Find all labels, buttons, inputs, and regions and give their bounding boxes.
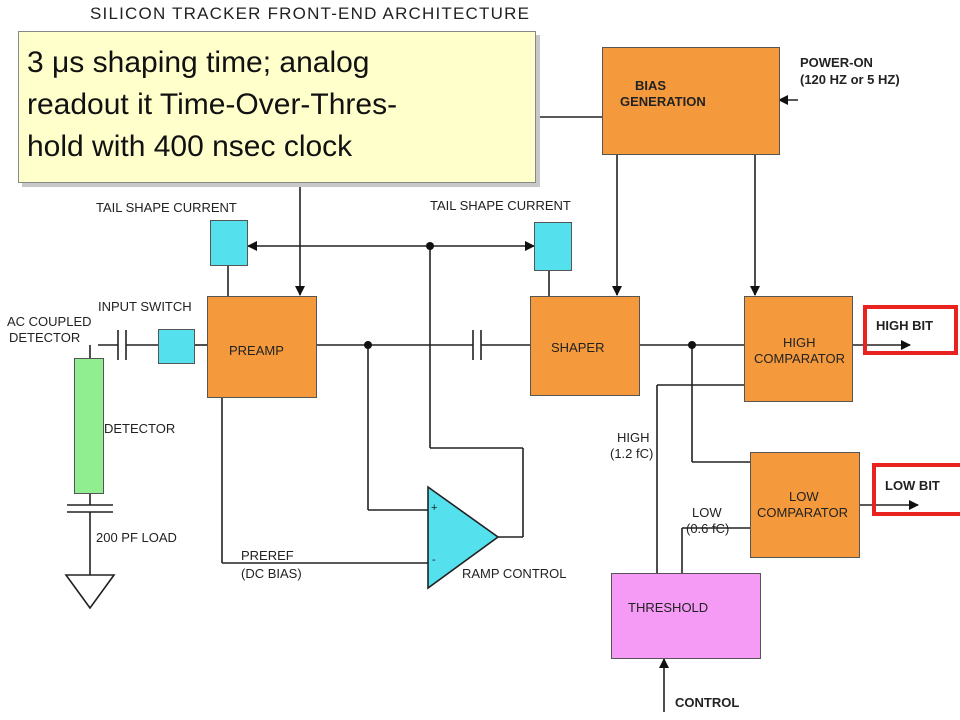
- dc-bias-label: (DC BIAS): [241, 566, 302, 581]
- ground-icon: [64, 574, 116, 610]
- tail-shape-current-source-right: [534, 222, 572, 271]
- ac-coupled-label: AC COUPLED: [7, 314, 92, 329]
- bias-generation-block: BIAS GENERATION: [602, 47, 780, 155]
- high-bit-highlight: [863, 305, 958, 355]
- low-threshold-label: LOW: [692, 505, 722, 520]
- opamp-plus-label: +: [431, 502, 438, 514]
- high-threshold-label: HIGH: [617, 430, 650, 445]
- annotation-note: 3 μs shaping time; analog readout it Tim…: [18, 31, 536, 183]
- high-bit-label: HIGH BIT: [876, 318, 934, 333]
- low-bit-highlight: [872, 463, 960, 516]
- input-switch[interactable]: [158, 329, 195, 364]
- note-text: 3 μs shaping time; analog readout it Tim…: [27, 46, 398, 163]
- detector-element: [74, 358, 104, 494]
- load-label: 200 PF LOAD: [96, 530, 177, 545]
- opamp-minus-label: -: [432, 554, 436, 566]
- high-threshold-value: (1.2 fC): [610, 446, 654, 461]
- power-on-freq-label: (120 HZ or 5 HZ): [800, 72, 900, 87]
- tail-shape-current-source-left: [210, 220, 248, 266]
- low-bit-label: LOW BIT: [885, 478, 940, 493]
- page-title: SILICON TRACKER FRONT-END ARCHITECTURE: [90, 4, 531, 23]
- low-threshold-value: (0.6 fC): [686, 521, 730, 536]
- detector-label: DETECTOR: [104, 421, 176, 436]
- control-label: CONTROL: [675, 695, 740, 710]
- shaper-block: SHAPER: [530, 296, 640, 396]
- tail-shape-label-right: TAIL SHAPE CURRENT: [430, 198, 571, 213]
- high-comparator-block: HIGH COMPARATOR: [744, 296, 853, 402]
- low-comparator-block: LOW COMPARATOR: [750, 452, 860, 558]
- ramp-control-label: RAMP CONTROL: [462, 566, 567, 581]
- preamp-block: PREAMP: [207, 296, 317, 398]
- tail-shape-label-left: TAIL SHAPE CURRENT: [96, 200, 237, 215]
- threshold-block: THRESHOLD: [611, 573, 761, 659]
- power-on-label: POWER-ON: [800, 55, 873, 70]
- ramp-opamp: [427, 485, 500, 590]
- ac-coupled-detector-label: DETECTOR: [9, 330, 81, 345]
- preref-label: PREREF: [241, 548, 294, 563]
- input-switch-label: INPUT SWITCH: [98, 299, 192, 314]
